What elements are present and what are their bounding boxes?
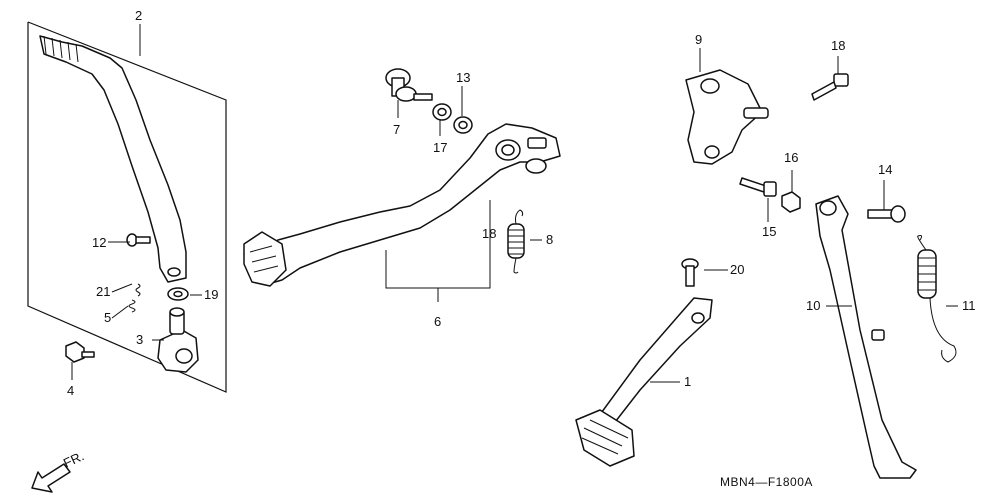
bolt-20	[681, 258, 699, 287]
callout-12: 12	[92, 235, 106, 250]
pivot-bolt-14	[867, 205, 906, 223]
brake-pedal-6	[243, 123, 561, 287]
seal-13-washer	[453, 116, 473, 134]
callout-10: 10	[806, 298, 820, 313]
callout-15: 15	[762, 224, 776, 239]
gearshift-pedal-1	[575, 297, 713, 467]
callout-20: 20	[730, 262, 744, 277]
front-label: FR.	[61, 448, 86, 470]
callout-5: 5	[104, 310, 111, 325]
drawing-code: MBN4—F1800A	[720, 475, 813, 489]
return-spring-8	[507, 209, 525, 274]
callout-4: 4	[67, 383, 74, 398]
bolt-12	[126, 233, 151, 247]
seal-17	[432, 103, 452, 121]
stand-spring-11	[917, 235, 957, 363]
callout-3: 3	[136, 332, 143, 347]
callout-11: 11	[962, 298, 976, 313]
nut-16	[781, 191, 801, 213]
spring-21-and-5	[128, 283, 141, 313]
stand-bracket-9	[685, 69, 769, 165]
pivot-bolt-7	[385, 68, 433, 102]
callout-1: 1	[684, 374, 691, 389]
callout-labels: 2 12 21 5 3 4 19 7 13 17 18 8 6 9 18 16 …	[67, 8, 976, 398]
front-direction-indicator: FR.	[31, 448, 86, 493]
callout-21: 21	[96, 284, 110, 299]
callout-2: 2	[135, 8, 142, 23]
callout-6: 6	[434, 314, 441, 329]
callout-19: 19	[204, 287, 218, 302]
side-stand-10	[815, 195, 917, 479]
pedal-group-bracket	[385, 200, 491, 302]
bolt-13	[811, 73, 849, 101]
callout-13-pedal: 13	[456, 70, 470, 85]
callout-9: 9	[695, 32, 702, 47]
nut-4	[65, 341, 95, 363]
callout-7: 7	[393, 122, 400, 137]
callout-8: 8	[546, 232, 553, 247]
callout-18-a: 18	[482, 226, 496, 241]
arrow-down-left-icon	[31, 463, 71, 493]
kick-starter-group-frame	[27, 21, 227, 393]
bolt-15	[739, 177, 777, 197]
kick-pinion-3	[157, 307, 199, 373]
leader-lines	[71, 24, 958, 383]
callout-13: 18	[831, 38, 845, 53]
kick-starter-arm	[39, 35, 187, 283]
callout-17: 17	[433, 140, 447, 155]
callout-14: 14	[878, 162, 892, 177]
washer-19	[167, 287, 189, 301]
callout-16: 16	[784, 150, 798, 165]
